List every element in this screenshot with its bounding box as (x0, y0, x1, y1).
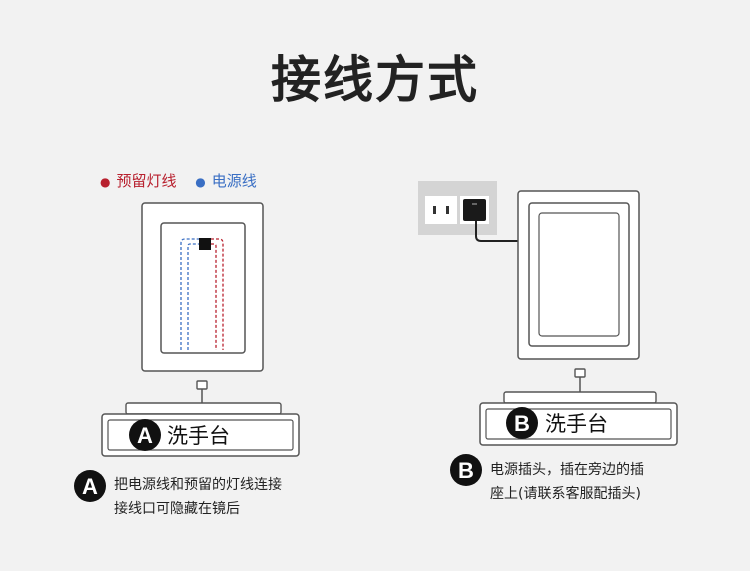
right-caption-line-2: 座上(请联系客服配插头) (490, 486, 641, 502)
right-caption-badge-icon (450, 454, 482, 486)
left-basin-top (125, 402, 282, 415)
legend-item-light-wire: ● 预留灯线 (100, 172, 177, 190)
right-mirror-inner (538, 212, 620, 337)
legend-label-light-wire: 预留灯线 (116, 172, 177, 190)
legend-item-power-wire: ● 电源线 (195, 172, 257, 190)
left-caption-line-2: 接线口可隐藏在镜后 (114, 501, 240, 517)
right-caption-line-1: 电源插头，插在旁边的插 (490, 462, 644, 478)
right-caption-badge-letter: B (458, 458, 474, 483)
right-basin-badge-letter: B (514, 411, 530, 436)
outlet-slot-left (433, 206, 436, 214)
plug-mark (472, 203, 477, 205)
wall-socket-outlet (425, 196, 457, 224)
right-basin-badge-icon (506, 407, 538, 439)
left-mirror-connector (196, 380, 208, 390)
right-mirror-connector (574, 368, 586, 378)
left-mirror-glass (160, 222, 246, 354)
power-cable (475, 221, 518, 242)
junction-box-icon (199, 238, 211, 250)
left-caption-line-1: 把电源线和预留的灯线连接 (114, 477, 282, 493)
red-dot-icon: ● (100, 175, 111, 189)
left-basin-badge-icon (129, 419, 161, 451)
left-basin-label: 洗手台 (167, 424, 230, 448)
left-caption: 把电源线和预留的灯线连接 接线口可隐藏在镜后 (114, 473, 282, 521)
outlet-slot-right (446, 206, 449, 214)
power-plug-icon (463, 199, 486, 221)
right-basin-top (503, 391, 657, 404)
power-wire-outer (180, 238, 199, 350)
right-basin-label: 洗手台 (545, 412, 608, 436)
right-mirror: B (418, 181, 678, 446)
left-caption-badge-letter: A (82, 474, 98, 499)
blue-dot-icon: ● (195, 175, 206, 189)
light-wire-outer (211, 238, 224, 350)
page-title: 接线方式 (271, 51, 479, 109)
right-caption: 电源插头，插在旁边的插 座上(请联系客服配插头) (490, 458, 644, 506)
left-mirror: A (101, 202, 300, 457)
left-basin-badge-letter: A (137, 423, 153, 448)
wire-legend: ● 预留灯线 ● 电源线 (100, 170, 257, 191)
power-wire-inner (187, 243, 199, 350)
legend-label-power-wire: 电源线 (211, 172, 257, 190)
light-wire-inner (211, 243, 217, 350)
left-caption-badge-icon (74, 470, 106, 502)
